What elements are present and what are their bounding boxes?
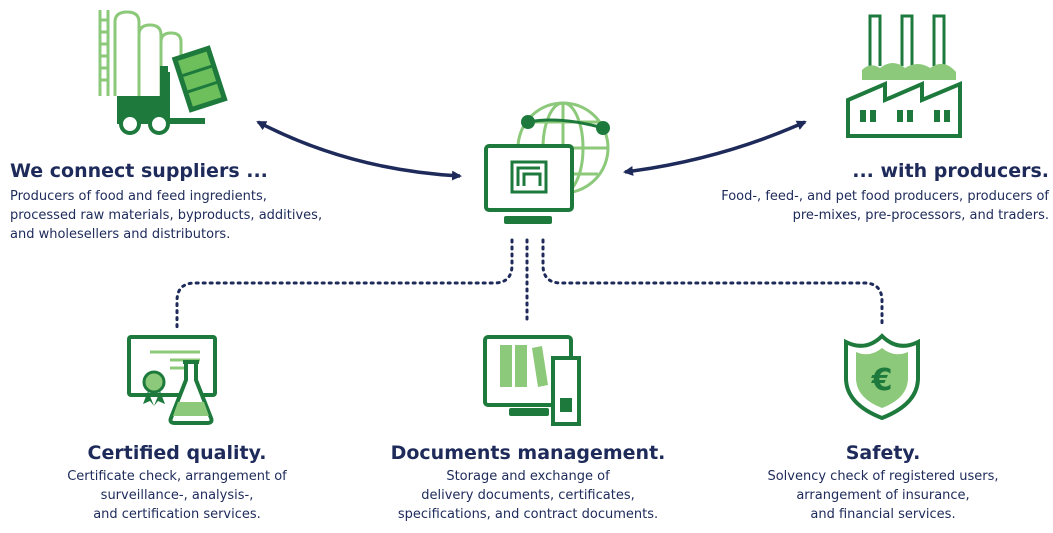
- suppliers-line: Producers of food and feed ingredients,: [10, 189, 267, 204]
- suppliers-description: Producers of food and feed ingredients, …: [10, 187, 322, 244]
- documents-line: specifications, and contract documents.: [397, 507, 659, 522]
- silo-forklift-icon: [98, 10, 228, 135]
- documents-line: Storage and exchange of: [446, 469, 610, 484]
- producers-line: Food-, feed-, and pet food producers, pr…: [721, 189, 1049, 204]
- safety-line: and financial services.: [810, 507, 956, 522]
- safety-title: Safety.: [845, 442, 921, 464]
- producers-title: ... with producers.: [852, 160, 1049, 182]
- producers-block: ... with producers. Food-, feed-, and pe…: [721, 160, 1049, 225]
- quality-block: Certified quality. Certificate check, ar…: [47, 442, 307, 524]
- quality-line: and certification services.: [93, 507, 261, 522]
- safety-block: Safety. Solvency check of registered use…: [733, 442, 1033, 524]
- suppliers-line: and wholesellers and distributors.: [10, 227, 231, 242]
- documents-description: Storage and exchange of delivery documen…: [368, 467, 688, 524]
- certificate-flask-icon: [127, 335, 217, 425]
- euro-symbol: €: [871, 363, 893, 398]
- euro-shield-icon: €: [844, 333, 920, 421]
- monitor-globe-icon: [484, 101, 610, 224]
- arrow-suppliers-platform: [256, 120, 462, 181]
- documents-title: Documents management.: [390, 442, 666, 464]
- producers-line: pre-mixes, pre-processors, and traders.: [792, 208, 1049, 223]
- quality-description: Certificate check, arrangement of survei…: [47, 467, 307, 524]
- documents-block: Documents management. Storage and exchan…: [368, 442, 688, 524]
- producers-description: Food-, feed-, and pet food producers, pr…: [721, 187, 1049, 225]
- suppliers-block: We connect suppliers ... Producers of fo…: [10, 160, 322, 244]
- safety-line: arrangement of insurance,: [796, 488, 970, 503]
- documents-line: delivery documents, certificates,: [421, 488, 635, 503]
- safety-line: Solvency check of registered users,: [767, 469, 999, 484]
- quality-line: surveillance-, analysis-,: [100, 488, 254, 503]
- factory-icon: [846, 14, 962, 138]
- arrow-platform-producers: [623, 120, 807, 176]
- binders-monitor-icon: [483, 335, 581, 426]
- safety-description: Solvency check of registered users, arra…: [733, 467, 1033, 524]
- suppliers-title: We connect suppliers ...: [10, 160, 268, 182]
- dotted-connectors: [175, 238, 884, 330]
- suppliers-line: processed raw materials, byproducts, add…: [10, 208, 323, 223]
- quality-line: Certificate check, arrangement of: [67, 469, 287, 484]
- quality-title: Certified quality.: [87, 442, 267, 464]
